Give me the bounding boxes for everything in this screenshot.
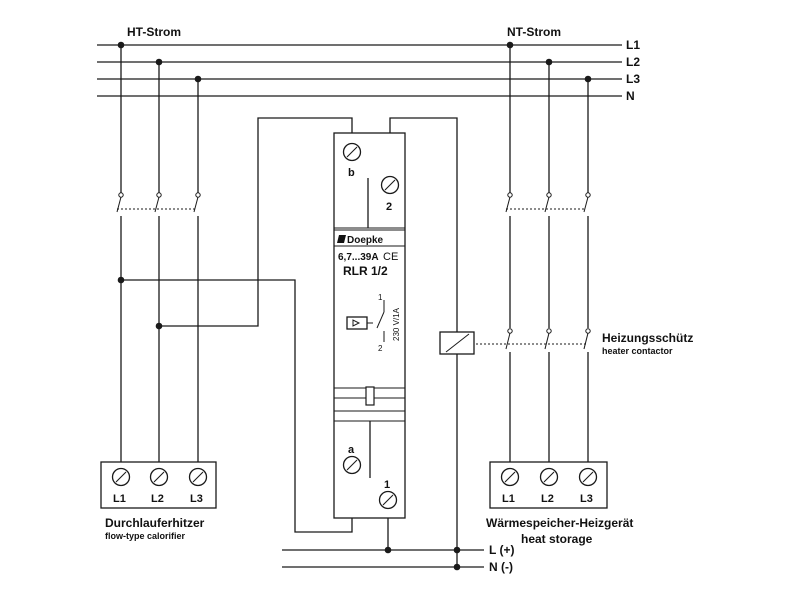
relay-terminal-2 [380, 175, 400, 195]
flow-calorifier-label-l2: L2 [151, 493, 164, 505]
flow-calorifier-label-l1: L1 [113, 493, 126, 505]
bus-label-l1: L1 [626, 38, 640, 52]
relay-module [333, 132, 406, 519]
ht-strom-label: HT-Strom [127, 25, 181, 39]
heat-storage-label-l2: L2 [541, 493, 554, 505]
relay-model: RLR 1/2 [343, 264, 388, 278]
bus-lines [97, 44, 622, 97]
relay-rating: 6,7...39A [338, 252, 379, 263]
relay-terminal-1-label: 1 [384, 479, 390, 491]
heat-storage-subname: heat storage [521, 532, 593, 546]
nt-drops [506, 41, 592, 193]
ht-switch [116, 192, 201, 465]
relay-contact-2-label: 2 [378, 344, 383, 353]
junction-dot [545, 58, 553, 66]
supply-label-l: L (+) [489, 543, 514, 557]
junction-dot [117, 41, 125, 49]
flow-calorifier-terminal-l3 [188, 467, 208, 487]
relay-terminal-b [342, 142, 362, 162]
relay-terminal-a-label: a [348, 444, 355, 456]
relay-terminal-1 [378, 490, 398, 510]
ht-drops [117, 41, 202, 193]
flow-calorifier-terminal-l2 [149, 467, 169, 487]
bus-label-n: N [626, 89, 635, 103]
bus-label-l3: L3 [626, 72, 640, 86]
flow-calorifier-terminal-l1 [111, 467, 131, 487]
relay-brand: Doepke [347, 235, 384, 246]
heater-contactor-contacts [476, 328, 591, 465]
contactor-coil [439, 331, 475, 355]
bus-label-l2: L2 [626, 55, 640, 69]
relay-contact-1-label: 1 [378, 293, 383, 302]
nt-strom-label: NT-Strom [507, 25, 561, 39]
junction-dot [155, 58, 163, 66]
relay-logo-mark [337, 235, 346, 243]
heat-storage-label-l3: L3 [580, 493, 593, 505]
flow-calorifier-name: Durchlauferhitzer [105, 516, 205, 530]
heat-storage-terminal-l3 [578, 467, 598, 487]
relay-ce-mark: CE [383, 251, 398, 263]
heater-contactor-label: Heizungsschütz [602, 331, 693, 345]
junction-dot [506, 41, 514, 49]
heat-storage-label-l1: L1 [502, 493, 515, 505]
flow-calorifier-subname: flow-type calorifier [105, 531, 186, 541]
relay-terminal-2-label: 2 [386, 201, 392, 213]
heater-contactor-sublabel: heater contactor [602, 346, 673, 356]
junction-dot [584, 75, 592, 83]
relay-contact-rating: 230 V/1A [392, 307, 401, 341]
junction-dot [194, 75, 202, 83]
supply-label-n: N (-) [489, 560, 513, 574]
heat-storage-name: Wärmespeicher-Heizgerät [486, 516, 633, 530]
flow-calorifier-label-l3: L3 [190, 493, 203, 505]
relay-terminal-b-label: b [348, 167, 355, 179]
heat-storage-terminal-l1 [500, 467, 520, 487]
nt-switch [505, 192, 591, 328]
relay-terminal-a [342, 455, 362, 475]
relay-coil-symbol [346, 300, 385, 342]
heat-storage-terminal-l2 [539, 467, 559, 487]
